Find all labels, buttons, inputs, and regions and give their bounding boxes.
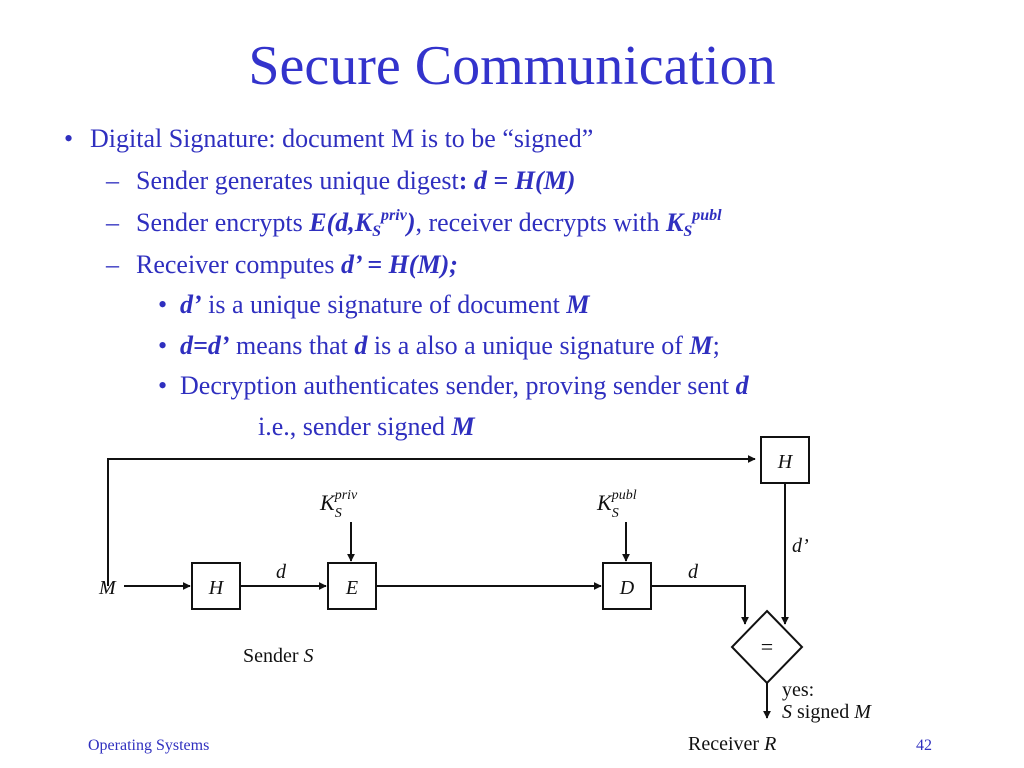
sub-sub-bullet-signature: • d’ is a unique signature of document M xyxy=(158,290,590,319)
encrypt-box xyxy=(327,562,377,610)
sub-bullet-digest: – Sender generates unique digest: d = H(… xyxy=(106,166,576,195)
result-signed-label: S signed M xyxy=(782,701,872,723)
arrow-decrypt-to-compare xyxy=(651,585,749,625)
footer-course-name: Operating Systems xyxy=(88,737,210,754)
sender-caption: Sender S xyxy=(243,645,314,667)
digest-label-2: d xyxy=(688,561,699,583)
result-yes-label: yes: xyxy=(782,679,814,701)
bullet-main: • Digital Signature: document M is to be… xyxy=(64,124,594,153)
sub-bullet-encrypt: – Sender encrypts E(d,KSpriv), receiver … xyxy=(106,207,722,240)
private-key-label: KSpriv xyxy=(319,488,358,521)
encrypt-label: E xyxy=(345,577,358,599)
digest-label-1: d xyxy=(276,561,287,583)
receiver-caption: Receiver R xyxy=(688,733,776,755)
message-path-to-receiver-hash xyxy=(107,455,756,586)
decrypt-label: D xyxy=(619,577,635,599)
input-m-label: M xyxy=(98,577,117,599)
decrypt-box xyxy=(602,562,652,610)
public-key-label: KSpubl xyxy=(596,488,637,521)
compare-symbol: = xyxy=(761,634,773,659)
digest-prime-label: d’ xyxy=(792,535,809,557)
footer-page-number: 42 xyxy=(916,737,932,754)
compare-diamond xyxy=(730,609,804,685)
sub-bullet-receiver: – Receiver computes d’ = H(M); xyxy=(106,250,458,279)
sub-sub-bullet-equality: • d=d’ means that d is a also a unique s… xyxy=(158,331,720,360)
receiver-hash-box xyxy=(760,436,810,484)
sub-sub-bullet-authentication: • Decryption authenticates sender, provi… xyxy=(158,371,749,400)
receiver-hash-label: H xyxy=(777,451,794,473)
sender-hash-label: H xyxy=(208,577,225,599)
sub-sub-bullet-continuation: i.e., sender signed M xyxy=(258,412,475,441)
bullet-marker: • xyxy=(64,124,74,153)
sender-hash-box xyxy=(191,562,241,610)
slide-title: Secure Communication xyxy=(248,35,776,97)
